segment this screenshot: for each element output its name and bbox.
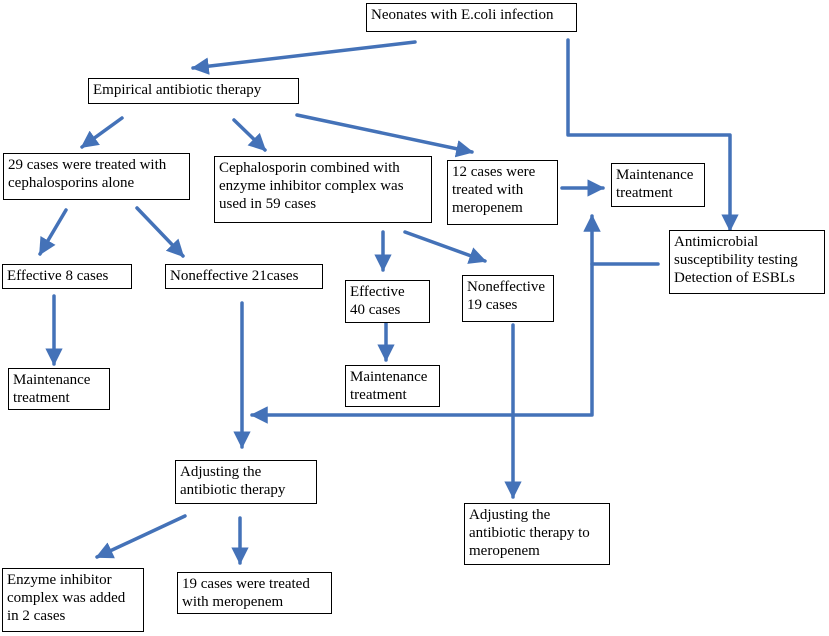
- node-enzyme-inhibitor-2: Enzyme inhibitor complex was added in 2 …: [2, 568, 144, 632]
- node-cephalosporin-combined: Cephalosporin combined with enzyme inhib…: [214, 156, 432, 223]
- arrow-empirical-to-meropenem12: [295, 113, 474, 158]
- arrow-ceph-alone-to-eff8: [38, 208, 68, 256]
- node-meropenem-19: 19 cases were treated with meropenem: [177, 572, 332, 614]
- node-neonates-ecoli: Neonates with E.coli infection: [366, 3, 577, 32]
- arrow-ast-to-adjust: [250, 262, 660, 424]
- node-maintenance-left: Maintenance treatment: [8, 368, 110, 410]
- node-adjusting-therapy: Adjusting the antibiotic therapy: [175, 460, 317, 504]
- node-maintenance-top: Maintenance treatment: [611, 163, 705, 207]
- node-adjusting-to-meropenem: Adjusting the antibiotic therapy to mero…: [464, 503, 610, 565]
- arrow-ceph-combined-to-noneff19: [403, 230, 487, 264]
- node-noneffective-21: Noneffective 21cases: [165, 264, 323, 289]
- node-empirical-therapy: Empirical antibiotic therapy: [88, 78, 299, 104]
- arrow-root-to-empirical: [191, 40, 417, 75]
- arrow-empirical-to-ceph-alone: [80, 116, 124, 149]
- node-susceptibility-testing: Antimicrobial susceptibility testing Det…: [669, 230, 825, 294]
- node-noneffective-19: Noneffective 19 cases: [462, 275, 554, 322]
- arrow-root-to-ast: [566, 38, 739, 232]
- arrow-adjust-to-enzyme2: [95, 514, 187, 559]
- node-cephalosporins-alone: 29 cases were treated with cephalosporin…: [3, 153, 190, 200]
- node-effective-8: Effective 8 cases: [2, 264, 132, 289]
- node-meropenem-12: 12 cases were treated with meropenem: [447, 160, 558, 225]
- node-effective-40: Effective 40 cases: [345, 280, 430, 323]
- node-maintenance-mid: Maintenance treatment: [345, 365, 440, 407]
- arrow-empirical-to-ceph-combined: [232, 118, 267, 152]
- arrow-ceph-alone-to-noneff21: [135, 206, 185, 258]
